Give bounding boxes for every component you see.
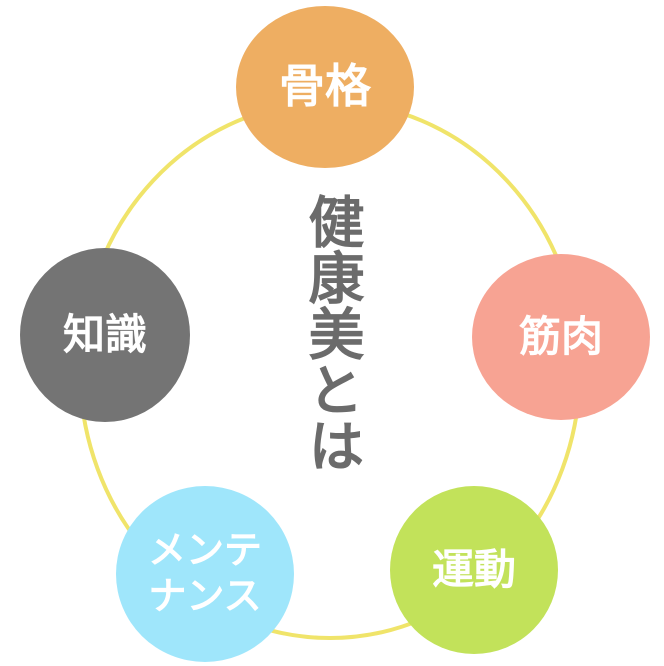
node-maintenance-label: メンテナンス (147, 528, 262, 618)
node-exercise: 運動 (390, 486, 558, 654)
node-maintenance: メンテナンス (116, 486, 294, 662)
node-muscle-label: 筋肉 (518, 311, 603, 361)
node-exercise-label: 運動 (431, 544, 516, 594)
node-knowledge-label: 知識 (62, 309, 147, 359)
node-bone: 骨格 (236, 6, 414, 168)
center-title: 健康美とは (299, 193, 364, 473)
node-bone-label: 骨格 (279, 59, 371, 114)
node-knowledge: 知識 (20, 248, 190, 422)
node-muscle: 筋肉 (472, 254, 650, 420)
